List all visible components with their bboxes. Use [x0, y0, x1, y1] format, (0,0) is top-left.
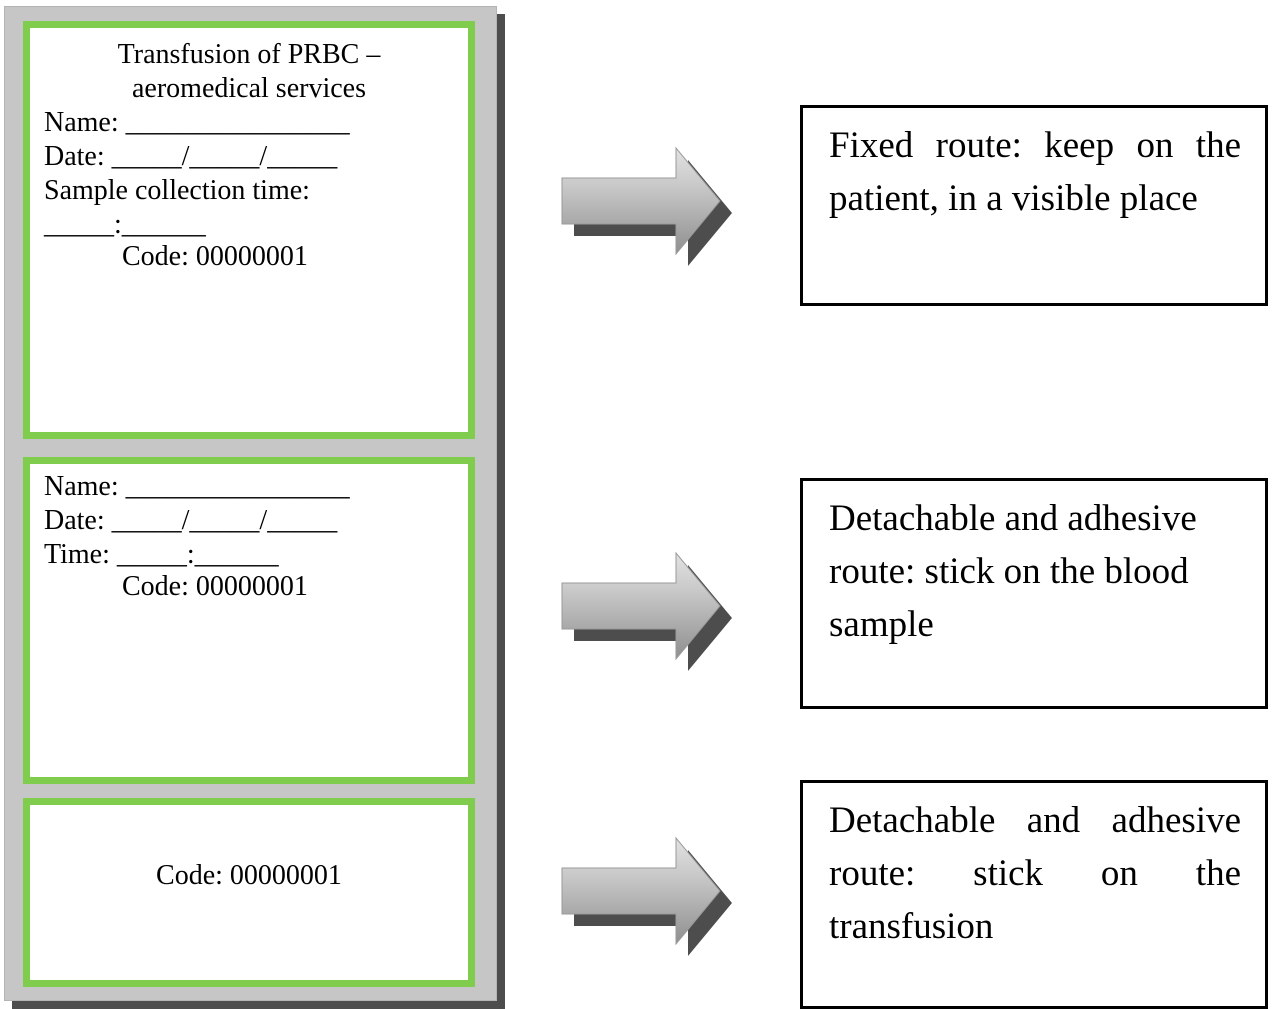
- card-content: Name: ________________ Date: _____/_____…: [30, 464, 468, 604]
- description-box-blood-sample-route: Detachable and adhesive route: stick on …: [800, 478, 1268, 709]
- right-arrow-icon: [558, 830, 744, 962]
- right-arrow-icon: [558, 545, 744, 677]
- description-box-fixed-route: Fixed route: keep on the patient, in a v…: [800, 105, 1268, 306]
- card-content: Transfusion of PRBC – aeromedical servic…: [30, 28, 468, 274]
- description-text: Detachable and adhesive route: stick on …: [829, 498, 1197, 645]
- label-card-transfusion-bag[interactable]: Code: 00000001: [23, 798, 475, 987]
- field-name: Name: ________________: [44, 107, 350, 139]
- field-sample-collection-time-blank: _____:______: [44, 208, 206, 240]
- label-stack-frame: Transfusion of PRBC – aeromedical servic…: [4, 6, 497, 1001]
- field-date: Date: _____/_____/_____: [44, 504, 338, 536]
- field-time: Time: _____:______: [44, 538, 279, 570]
- field-name: Name: ________________: [44, 471, 350, 502]
- label-card-blood-sample[interactable]: Name: ________________ Date: _____/_____…: [23, 457, 475, 784]
- description-box-transfusion-route: Detachable and adhesive route: stick on …: [800, 780, 1268, 1009]
- description-text: Fixed route: keep on the patient, in a v…: [829, 125, 1241, 219]
- card-code: Code: 00000001: [122, 571, 308, 603]
- field-date: Date: _____/_____/_____: [44, 141, 338, 173]
- right-arrow-icon: [558, 140, 744, 272]
- card-title: Transfusion of PRBC – aeromedical servic…: [117, 39, 381, 105]
- field-sample-collection-time-label: Sample collection time:: [44, 174, 310, 206]
- description-text: Detachable and adhesive route: stick on …: [829, 800, 1241, 947]
- card-code: Code: 00000001: [122, 241, 308, 273]
- card-code: Code: 00000001: [156, 860, 342, 891]
- label-card-prbc-transfusion[interactable]: Transfusion of PRBC – aeromedical servic…: [23, 21, 475, 439]
